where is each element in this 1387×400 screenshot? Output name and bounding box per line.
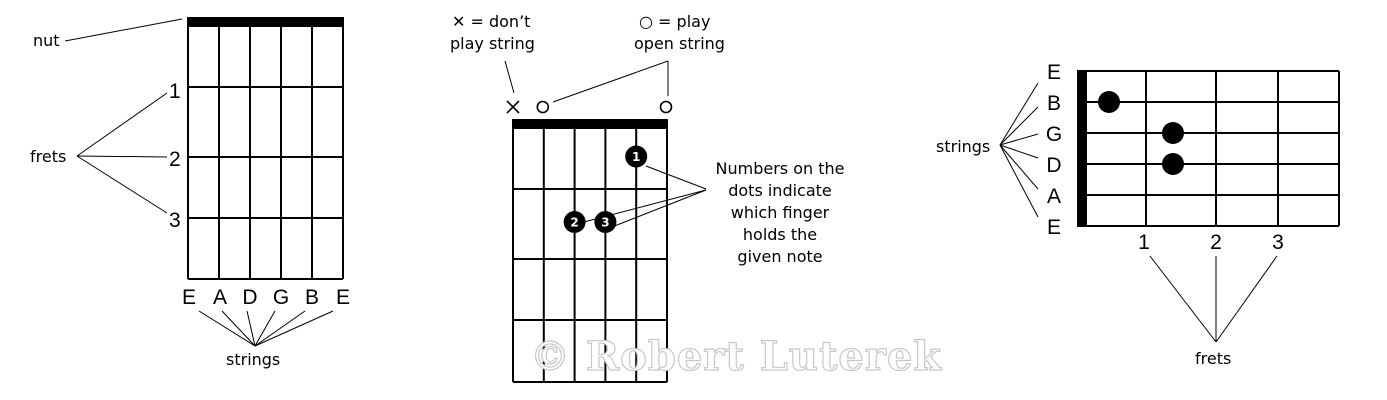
string-name-d: D bbox=[242, 286, 257, 309]
fret-number-2: 2 bbox=[169, 148, 181, 171]
note-line-4: holds the bbox=[743, 225, 817, 244]
finger-number: 3 bbox=[601, 216, 609, 230]
h-string-name-high-e: E bbox=[1047, 61, 1061, 84]
h-string-name-g: G bbox=[1046, 123, 1062, 146]
h-fret-number-1: 1 bbox=[1138, 231, 1150, 254]
mute-marker bbox=[506, 100, 520, 114]
h-frets-pointer-lines bbox=[1149, 255, 1278, 343]
string-name-b: B bbox=[305, 286, 319, 309]
legend-open-line-1: ○ = play bbox=[639, 12, 710, 31]
note-line-3: which finger bbox=[731, 203, 830, 222]
fretboard-grid bbox=[187, 25, 344, 280]
h-fret-number-3: 3 bbox=[1272, 231, 1284, 254]
fretted-note-dots bbox=[1098, 91, 1184, 175]
note-line-2: dots indicate bbox=[728, 181, 832, 200]
strings-pointer-lines bbox=[198, 310, 334, 347]
finger-dots: 1 2 3 bbox=[563, 145, 648, 233]
h-string-name-a: A bbox=[1047, 185, 1061, 208]
h-strings-pointer-lines bbox=[999, 82, 1039, 218]
h-strings-label: strings bbox=[936, 137, 990, 156]
horizontal-fretboard-diagram: E B G D A E strings 1 2 3 frets bbox=[936, 61, 1340, 368]
fret-number-3: 3 bbox=[169, 209, 181, 232]
string-name-row: E A D G B E bbox=[182, 286, 350, 309]
open-string-marker bbox=[659, 100, 673, 114]
h-string-name-d: D bbox=[1046, 154, 1061, 177]
finger-note-text: Numbers on the dots indicate which finge… bbox=[716, 159, 845, 266]
frets-label: frets bbox=[30, 147, 66, 166]
horizontal-nut-bar bbox=[1077, 70, 1086, 227]
finger-dot-circle bbox=[563, 211, 586, 233]
finger-dot-circle bbox=[625, 145, 648, 168]
legend-mute-line-1: ✕ = don’t bbox=[452, 12, 530, 31]
h-frets-label: frets bbox=[1195, 349, 1231, 368]
finger-number: 1 bbox=[632, 150, 640, 164]
legend-open-line-2: open string bbox=[634, 34, 725, 53]
copyright-watermark: © Robert Luterek bbox=[530, 333, 942, 380]
finger-dot: 1 bbox=[625, 145, 648, 168]
h-string-name-low-e: E bbox=[1047, 216, 1061, 239]
finger-dot-circle bbox=[594, 211, 617, 233]
finger-dot: 2 bbox=[563, 211, 586, 233]
string-name-g: G bbox=[273, 286, 289, 309]
strings-label: strings bbox=[226, 350, 280, 369]
note-line-5: given note bbox=[737, 247, 822, 266]
finger-number: 2 bbox=[570, 216, 578, 230]
open-string-marker bbox=[536, 100, 550, 114]
fretted-note-dot bbox=[1162, 122, 1184, 144]
finger-pointer-lines bbox=[579, 165, 707, 228]
horizontal-fretboard-grid bbox=[1085, 70, 1340, 227]
note-line-1: Numbers on the bbox=[716, 159, 845, 178]
string-name-low-e: E bbox=[182, 286, 196, 309]
nut-pointer-line bbox=[64, 18, 183, 42]
horizontal-string-names: E B G D A E bbox=[1046, 61, 1062, 239]
h-fret-number-2: 2 bbox=[1210, 231, 1222, 254]
fretted-note-dot bbox=[1098, 91, 1120, 113]
legend-mute-line-2: play string bbox=[450, 34, 535, 53]
fret-number-1: 1 bbox=[169, 80, 181, 103]
vertical-fretboard-diagram: nut frets 1 2 3 E A D G B E strings bbox=[30, 17, 350, 369]
nut-bar bbox=[187, 17, 344, 26]
mute-stroke bbox=[506, 100, 520, 114]
open-mute-markers bbox=[506, 100, 673, 114]
frets-pointer-lines bbox=[76, 92, 168, 214]
string-name-a: A bbox=[213, 286, 227, 309]
h-string-name-b: B bbox=[1047, 92, 1061, 115]
finger-dot: 3 bbox=[594, 211, 617, 233]
chord-chart-diagram: ✕ = don’t play string ○ = play open stri… bbox=[450, 12, 942, 383]
chord-nut-bar bbox=[512, 119, 668, 128]
string-name-high-e: E bbox=[336, 286, 350, 309]
nut-label: nut bbox=[33, 31, 60, 50]
fretted-note-dot bbox=[1162, 153, 1184, 175]
legend-pointer-lines bbox=[504, 60, 669, 103]
